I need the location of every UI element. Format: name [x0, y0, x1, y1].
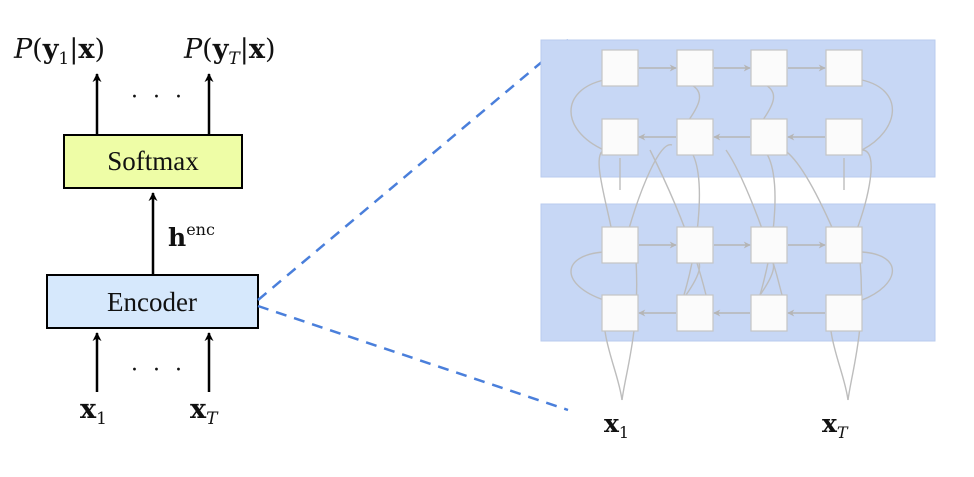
softmax-label: Softmax: [107, 146, 199, 176]
rnn-cell: [750, 226, 788, 264]
skip-connection: [725, 149, 783, 296]
rnn-cell: [601, 226, 639, 264]
rnn-cell: [750, 118, 788, 156]
skip-connection: [570, 251, 605, 301]
rnn-cell: [601, 49, 639, 87]
output-formula-yT: P(yT|x): [183, 34, 276, 69]
skip-connection: [759, 149, 776, 296]
rnn-cell: [601, 118, 639, 156]
rnn-cell: [676, 294, 714, 332]
skip-connection: [621, 259, 638, 401]
rnn-cell: [825, 226, 863, 264]
output-ellipsis: · · ·: [131, 85, 186, 110]
encoder-label: Encoder: [107, 287, 197, 317]
rnn-cell: [825, 294, 863, 332]
output-formula-y1: P(y1|x): [13, 34, 105, 69]
rnn-cell: [750, 49, 788, 87]
rnn-cell: [601, 294, 639, 332]
input-xT: xT: [190, 394, 219, 429]
detail-input-x1: x1: [604, 409, 629, 442]
rnn-cell: [825, 49, 863, 87]
skip-connection: [855, 149, 872, 233]
skip-connection: [861, 251, 893, 301]
input-x1: x1: [80, 394, 107, 429]
lower-bilstm-block: [540, 203, 936, 342]
rnn-cell: [676, 226, 714, 264]
skip-connection: [783, 149, 835, 233]
detail-cells: [601, 49, 863, 332]
encoder-box: [46, 274, 259, 329]
skip-connection: [649, 149, 707, 296]
rnn-cell: [676, 49, 714, 87]
skip-connection: [861, 79, 894, 151]
rnn-cell: [676, 118, 714, 156]
input-ellipsis: · · ·: [131, 358, 186, 383]
skip-connection: [683, 149, 701, 296]
hidden-encoding-label: henc: [168, 220, 215, 252]
skip-connection: [627, 144, 673, 233]
detail-input-xT: xT: [822, 409, 849, 442]
skip-connection: [570, 79, 605, 151]
rnn-cell: [750, 294, 788, 332]
softmax-box: [63, 134, 243, 189]
zoom-line-bottom: [257, 304, 569, 412]
skip-connection: [847, 259, 863, 401]
zoom-line-top: [257, 39, 569, 301]
rnn-cell: [825, 118, 863, 156]
